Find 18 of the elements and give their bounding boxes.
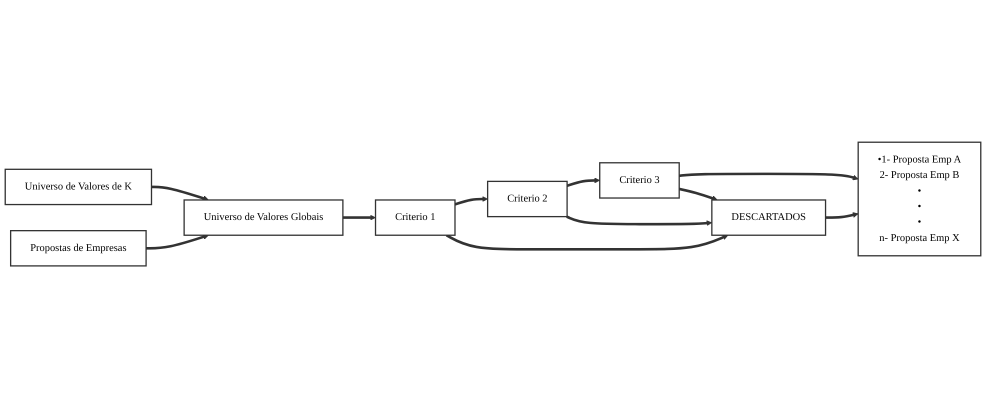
arrow bbox=[566, 216, 712, 226]
node-box: Criterio 3 bbox=[599, 162, 680, 200]
node-box: Criterio 1 bbox=[374, 200, 456, 236]
node-box: Propostas de Empresas bbox=[10, 230, 147, 267]
node-box: Universo de Valores Globais bbox=[183, 200, 344, 236]
arrow bbox=[342, 215, 376, 221]
arrow bbox=[454, 196, 488, 206]
arrow bbox=[566, 178, 600, 188]
node-box: Universo de Valores de K bbox=[4, 169, 152, 206]
node-box: •1- Proposta Emp A 2- Proposta Emp B • • • n- Proposta Emp X bbox=[858, 142, 982, 257]
arrow bbox=[146, 234, 209, 250]
arrow bbox=[679, 173, 858, 181]
node-box: DESCARTADOS bbox=[711, 200, 826, 236]
node-box: Criterio 2 bbox=[486, 181, 568, 218]
arrow bbox=[826, 212, 858, 220]
arrow bbox=[678, 188, 718, 202]
arrow bbox=[152, 186, 209, 202]
arrow bbox=[446, 234, 728, 251]
